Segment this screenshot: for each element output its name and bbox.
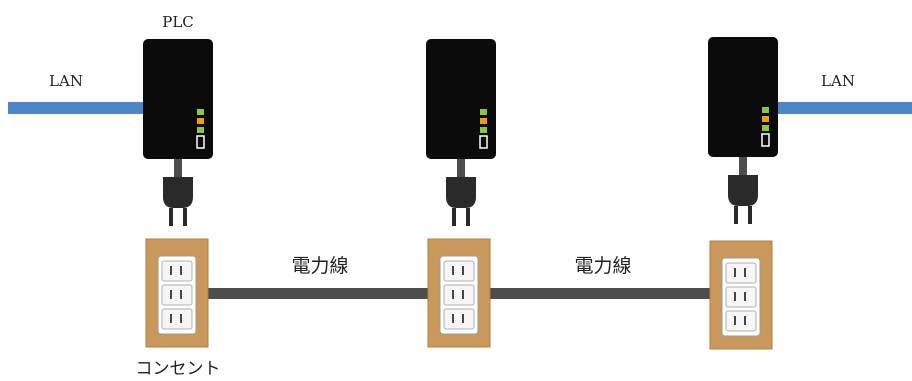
wall-outlet-icon xyxy=(427,238,491,348)
led-green-icon xyxy=(197,109,204,115)
power-cable-2 xyxy=(490,288,715,299)
device-label: PLC xyxy=(162,13,194,31)
plc-adapter-icon xyxy=(143,39,213,159)
button-indicator-icon xyxy=(196,135,205,149)
plc-adapter-icon xyxy=(708,37,778,157)
led-green-icon xyxy=(480,127,487,133)
plc-adapter-icon xyxy=(426,39,496,159)
led-orange-icon xyxy=(762,116,769,122)
led-orange-icon xyxy=(480,118,487,124)
button-indicator-icon xyxy=(761,133,770,147)
led-orange-icon xyxy=(197,118,204,124)
lan-label-right: LAN xyxy=(821,72,855,90)
power-line-label-1: 電力線 xyxy=(291,255,348,277)
led-green-icon xyxy=(480,109,487,115)
led-green-icon xyxy=(762,125,769,131)
wall-outlet-icon xyxy=(145,238,209,348)
lan-cable-right xyxy=(770,102,912,114)
led-green-icon xyxy=(197,127,204,133)
power-cable-1 xyxy=(205,288,435,299)
power-plug-icon xyxy=(728,157,758,224)
button-indicator-icon xyxy=(479,135,488,149)
wall-outlet-icon xyxy=(709,240,773,350)
outlet-label: コンセント xyxy=(136,359,221,379)
power-plug-icon xyxy=(163,159,193,226)
power-line-label-2: 電力線 xyxy=(574,255,631,277)
led-green-icon xyxy=(762,107,769,113)
lan-cable-left xyxy=(8,102,150,114)
lan-label-left: LAN xyxy=(49,72,83,90)
power-plug-icon xyxy=(446,159,476,226)
